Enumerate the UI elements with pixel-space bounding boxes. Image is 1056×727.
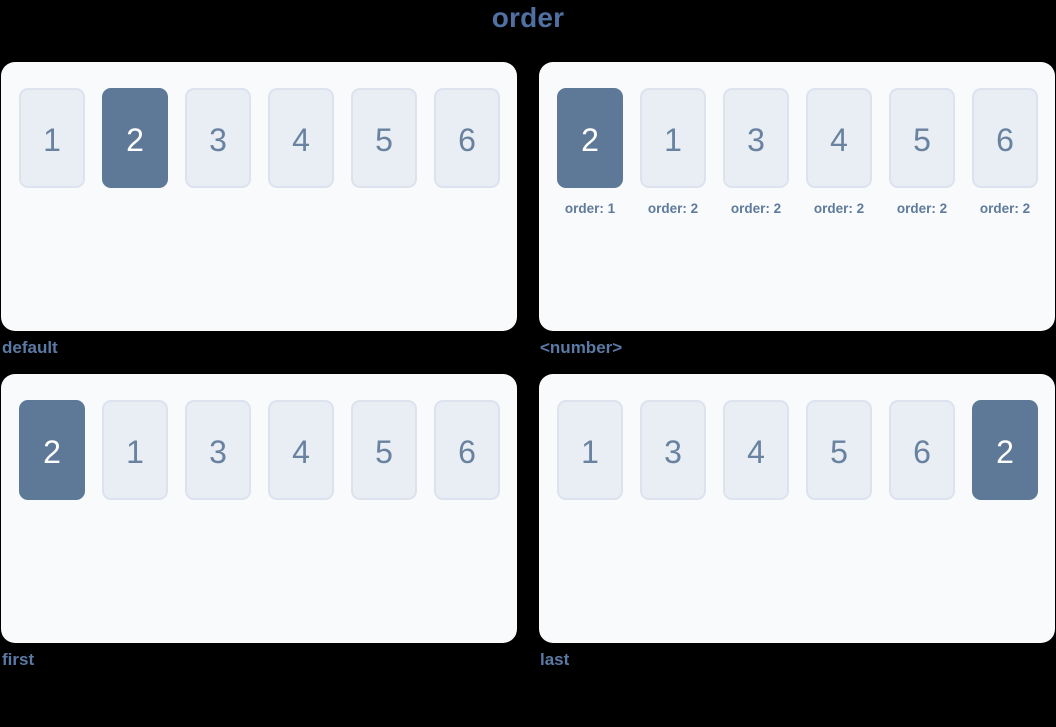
flex-item-number: 1 (664, 121, 682, 158)
flex-item: 4 (268, 88, 334, 188)
flex-item-number: 5 (375, 121, 393, 158)
flex-item-wrap: 6 (889, 400, 955, 500)
flex-item: 1 (19, 88, 85, 188)
flex-item-wrap: 4 (268, 88, 334, 188)
flex-item-number: 6 (996, 121, 1014, 158)
flex-item: 2 (972, 400, 1038, 500)
flex-item-wrap: 5 order: 2 (889, 88, 955, 216)
flex-item-number: 1 (581, 433, 599, 470)
flex-item-wrap: 2 (972, 400, 1038, 500)
demo-panel: 2 1 3 4 5 6 (1, 374, 517, 643)
flex-item-wrap: 3 (185, 88, 251, 188)
flex-item-wrap: 1 (19, 88, 85, 188)
flex-item-wrap: 5 (806, 400, 872, 500)
flex-item-number: 2 (43, 433, 61, 470)
page-title: order (491, 2, 565, 33)
flex-item: 2 (102, 88, 168, 188)
flex-item: 2 (557, 88, 623, 188)
demo-panel: 1 3 4 5 6 2 (539, 374, 1055, 643)
flex-item-number: 3 (209, 433, 227, 470)
flex-item-number: 6 (913, 433, 931, 470)
flex-item-wrap: 1 (102, 400, 168, 500)
flex-item-number: 2 (581, 121, 599, 158)
demo-cell: 1 2 3 4 5 6 default (1, 62, 517, 358)
flex-item-number: 4 (292, 121, 310, 158)
flex-item-number: 1 (43, 121, 61, 158)
flex-item-wrap: 1 (557, 400, 623, 500)
flex-item: 5 (351, 88, 417, 188)
flex-item: 6 (434, 88, 500, 188)
flex-item-wrap: 5 (351, 88, 417, 188)
flex-item: 4 (268, 400, 334, 500)
flex-item-wrap: 5 (351, 400, 417, 500)
flex-item: 3 (185, 400, 251, 500)
flex-item-wrap: 2 order: 1 (557, 88, 623, 216)
flex-item: 2 (19, 400, 85, 500)
flex-item-wrap: 6 (434, 88, 500, 188)
demo-cell: 2 order: 1 1 order: 2 3 order: 2 4 order… (539, 62, 1055, 358)
order-label: order: 2 (813, 201, 865, 216)
panels-grid: 1 2 3 4 5 6 default (1, 62, 1055, 670)
flex-item: 6 (889, 400, 955, 500)
flex-items-row: 1 3 4 5 6 2 (557, 400, 1038, 500)
demo-cell: 2 1 3 4 5 6 first (1, 374, 517, 670)
flex-item-number: 6 (458, 433, 476, 470)
flex-item-number: 5 (375, 433, 393, 470)
flex-item-wrap: 2 (102, 88, 168, 188)
flex-item-number: 4 (747, 433, 765, 470)
flex-item-number: 1 (126, 433, 144, 470)
panel-caption: <number> (540, 338, 623, 357)
flex-item-wrap: 6 (434, 400, 500, 500)
flex-item: 5 (351, 400, 417, 500)
flex-items-row: 1 2 3 4 5 6 (19, 88, 500, 188)
flex-item: 1 (102, 400, 168, 500)
flex-item: 4 (806, 88, 872, 188)
flex-item: 4 (723, 400, 789, 500)
flex-item: 3 (723, 88, 789, 188)
flex-item-number: 3 (747, 121, 765, 158)
flex-item-wrap: 3 (185, 400, 251, 500)
flex-item: 6 (434, 400, 500, 500)
flex-item-number: 2 (996, 433, 1014, 470)
flex-item: 1 (640, 88, 706, 188)
order-label: order: 2 (979, 201, 1031, 216)
flex-item-wrap: 4 (268, 400, 334, 500)
demo-panel: 2 order: 1 1 order: 2 3 order: 2 4 order… (539, 62, 1055, 331)
flex-item-number: 4 (292, 433, 310, 470)
flex-item-wrap: 3 order: 2 (723, 88, 789, 216)
flex-item-wrap: 4 order: 2 (806, 88, 872, 216)
flex-item-wrap: 4 (723, 400, 789, 500)
demo-cell: 1 3 4 5 6 2 last (539, 374, 1055, 670)
flex-item-number: 6 (458, 121, 476, 158)
flex-item-number: 3 (209, 121, 227, 158)
panel-caption: default (2, 338, 58, 357)
flex-item-number: 5 (830, 433, 848, 470)
order-label: order: 2 (730, 201, 782, 216)
flex-items-row: 2 order: 1 1 order: 2 3 order: 2 4 order… (557, 88, 1038, 216)
flex-item-wrap: 1 order: 2 (640, 88, 706, 216)
flex-item: 6 (972, 88, 1038, 188)
panel-caption: first (2, 650, 35, 669)
order-label: order: 2 (896, 201, 948, 216)
flex-item: 1 (557, 400, 623, 500)
flex-item: 3 (185, 88, 251, 188)
demo-panel: 1 2 3 4 5 6 (1, 62, 517, 331)
flex-item: 5 (889, 88, 955, 188)
flex-item-wrap: 6 order: 2 (972, 88, 1038, 216)
order-label: order: 1 (564, 201, 616, 216)
flex-item: 5 (806, 400, 872, 500)
flex-item-number: 2 (126, 121, 144, 158)
flex-item-number: 3 (664, 433, 682, 470)
flex-items-row: 2 1 3 4 5 6 (19, 400, 500, 500)
panel-caption: last (540, 650, 570, 669)
flex-item-wrap: 3 (640, 400, 706, 500)
flex-item-wrap: 2 (19, 400, 85, 500)
flex-item-number: 5 (913, 121, 931, 158)
order-label: order: 2 (647, 201, 699, 216)
flex-item-number: 4 (830, 121, 848, 158)
flex-item: 3 (640, 400, 706, 500)
